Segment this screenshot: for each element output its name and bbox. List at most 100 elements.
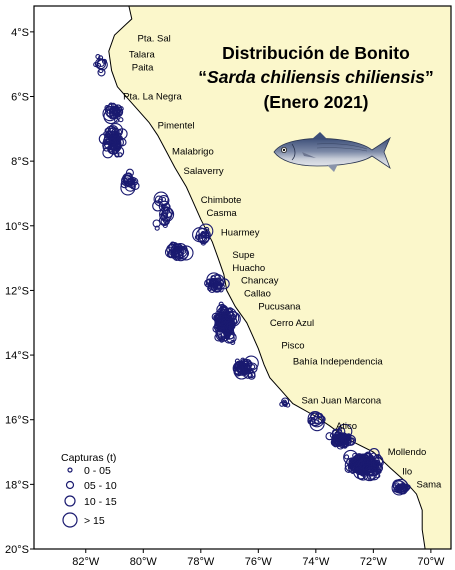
place-label: Mollendo xyxy=(388,447,427,458)
land-area xyxy=(108,6,451,549)
catch-marker xyxy=(152,200,164,212)
catch-marker xyxy=(109,108,115,114)
catch-marker xyxy=(368,454,374,460)
map-title-line3: (Enero 2021) xyxy=(263,92,368,112)
lat-label: 4°S xyxy=(11,27,29,39)
catch-marker xyxy=(178,245,194,261)
catch-marker xyxy=(241,365,247,371)
place-label: Supe xyxy=(232,250,254,261)
catch-marker xyxy=(350,468,356,475)
catch-marker xyxy=(116,139,122,146)
catch-marker xyxy=(116,128,128,140)
catch-marker xyxy=(362,463,371,472)
legend-item-0: 0 - 05 xyxy=(84,465,111,477)
catch-marker xyxy=(218,336,224,342)
catch-marker xyxy=(359,453,365,460)
place-label: Pta. La Negra xyxy=(123,92,182,103)
catch-marker xyxy=(377,462,383,468)
catch-marker xyxy=(121,175,133,187)
catch-marker xyxy=(223,329,232,338)
place-label: Pisco xyxy=(281,340,304,351)
place-label: Talara xyxy=(129,49,156,60)
place-label: Chancay xyxy=(241,276,279,287)
catch-marker xyxy=(246,359,252,365)
map-title-line2: “Sarda chiliensis chiliensis” xyxy=(198,67,433,87)
place-label: Huarmey xyxy=(221,227,260,238)
catch-marker xyxy=(281,401,288,407)
catch-marker xyxy=(178,254,184,260)
catch-marker xyxy=(116,129,123,135)
catch-marker xyxy=(243,370,252,379)
catch-marker xyxy=(351,454,367,470)
catch-marker xyxy=(113,148,119,155)
place-label: Huacho xyxy=(232,263,265,274)
catch-marker xyxy=(340,436,349,445)
lon-label: 78°W xyxy=(187,556,215,568)
lat-label: 12°S xyxy=(5,285,29,297)
catch-marker xyxy=(108,102,114,108)
catch-marker xyxy=(219,327,225,333)
catch-marker xyxy=(317,415,326,424)
axis-ticks xyxy=(30,31,432,553)
catch-marker xyxy=(236,367,242,373)
map-title-line1: Distribución de Bonito xyxy=(222,43,410,63)
catch-marker xyxy=(207,286,213,292)
lat-label: 16°S xyxy=(5,415,29,427)
catch-marker xyxy=(400,487,406,493)
catch-marker xyxy=(124,180,136,192)
catch-marker xyxy=(154,195,163,204)
catch-marker xyxy=(166,243,178,255)
catch-marker xyxy=(159,206,175,222)
legend-marker-0 xyxy=(67,467,73,473)
place-label: Pta. Sal xyxy=(138,33,171,44)
catch-marker xyxy=(309,412,325,428)
coastline xyxy=(108,6,426,549)
catch-marker xyxy=(231,314,237,320)
catch-marker xyxy=(404,485,410,491)
catch-marker xyxy=(96,62,102,68)
catch-marker xyxy=(192,227,208,243)
catch-marker xyxy=(393,487,399,493)
catch-markers xyxy=(93,54,411,496)
legend-item-3: > 15 xyxy=(84,515,105,527)
catch-marker xyxy=(97,68,106,77)
catch-marker xyxy=(395,485,404,494)
catch-marker xyxy=(110,137,116,143)
catch-marker xyxy=(95,54,101,60)
catch-legend: Capturas (t) 0 - 05 05 - 10 10 - 15 > 15 xyxy=(61,452,117,528)
catch-marker xyxy=(362,458,371,467)
catch-marker xyxy=(154,225,160,231)
place-label: Ilo xyxy=(402,466,412,477)
place-label: Atico xyxy=(336,421,357,432)
place-label: Callao xyxy=(244,289,271,300)
lat-label: 6°S xyxy=(11,92,29,104)
lat-label: 8°S xyxy=(11,156,29,168)
lon-label: 70°W xyxy=(417,556,445,568)
catch-marker xyxy=(391,480,407,496)
lon-label: 74°W xyxy=(302,556,330,568)
catch-marker xyxy=(226,322,232,328)
place-label: Paita xyxy=(132,62,154,73)
catch-marker xyxy=(109,145,115,151)
catch-marker xyxy=(370,461,376,467)
quote-close: ” xyxy=(425,67,434,87)
place-label: Casma xyxy=(207,208,238,219)
catch-marker xyxy=(158,214,171,227)
catch-marker xyxy=(197,233,203,239)
place-label: Pimentel xyxy=(158,121,195,132)
lon-label: 76°W xyxy=(245,556,273,568)
legend-marker-3 xyxy=(62,512,78,528)
catch-marker xyxy=(114,117,120,123)
legend-marker-2 xyxy=(64,495,76,507)
catch-marker xyxy=(218,318,227,327)
lat-label: 18°S xyxy=(5,479,29,491)
lon-label: 80°W xyxy=(130,556,158,568)
catch-marker xyxy=(104,104,110,111)
catch-marker xyxy=(215,310,221,316)
catch-marker xyxy=(131,181,140,190)
lat-label: 10°S xyxy=(5,221,29,233)
legend-item-2: 10 - 15 xyxy=(84,496,117,508)
